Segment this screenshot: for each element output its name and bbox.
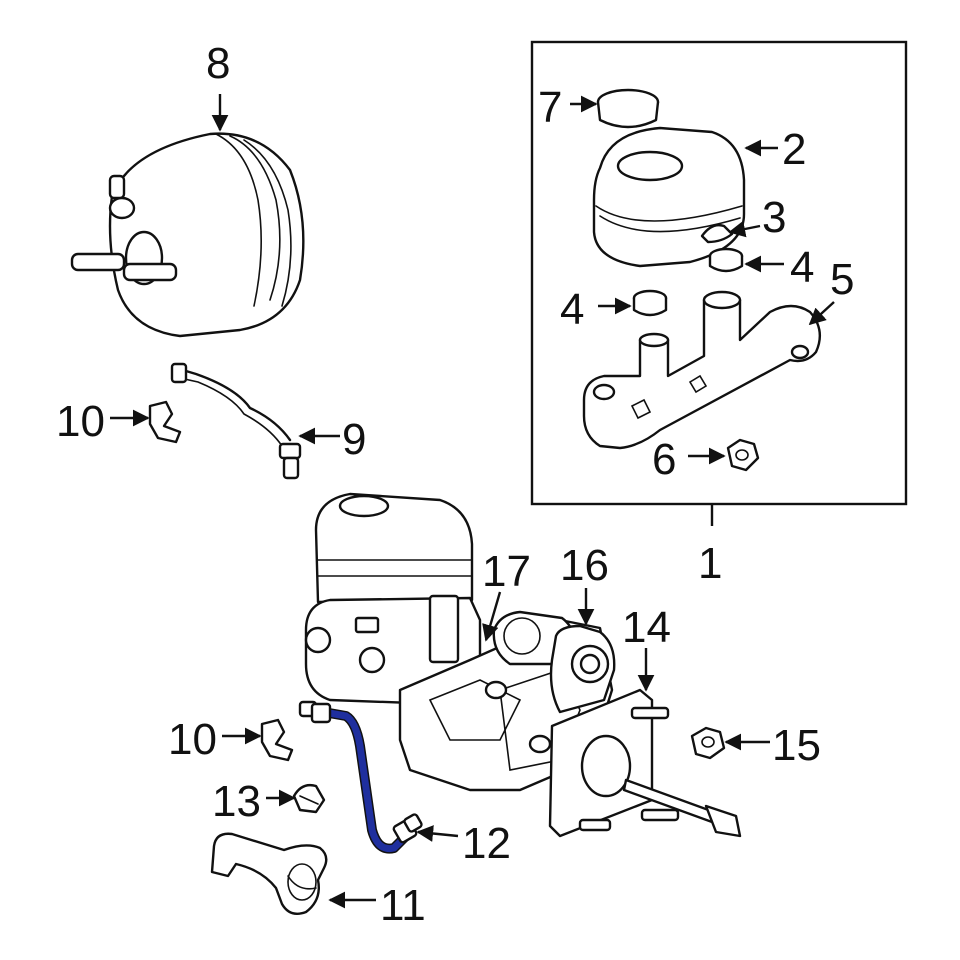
hose-clip-upper[interactable] bbox=[148, 400, 182, 444]
callout-1: 1 bbox=[698, 539, 722, 588]
master-cylinder-body[interactable] bbox=[582, 290, 822, 450]
callout-16: 16 bbox=[560, 541, 609, 590]
callout-4b: 4 bbox=[790, 243, 814, 292]
brake-booster[interactable] bbox=[70, 132, 305, 338]
callout-15: 15 bbox=[772, 721, 821, 770]
hydraulic-booster-assembly[interactable] bbox=[304, 492, 742, 838]
callout-17: 17 bbox=[482, 547, 531, 596]
callout-12: 12 bbox=[462, 819, 511, 868]
callout-5: 5 bbox=[830, 255, 854, 304]
hose[interactable] bbox=[210, 832, 328, 915]
leader-5 bbox=[808, 301, 835, 326]
mounting-nut[interactable] bbox=[726, 438, 760, 472]
hose-clip-lower[interactable] bbox=[260, 718, 294, 762]
vacuum-tube[interactable] bbox=[170, 362, 302, 480]
callout-6: 6 bbox=[652, 435, 676, 484]
line-clip[interactable] bbox=[292, 783, 326, 814]
booster-nut[interactable] bbox=[690, 726, 726, 760]
callout-7: 7 bbox=[538, 83, 562, 132]
callout-3: 3 bbox=[762, 193, 786, 242]
callout-14: 14 bbox=[622, 603, 671, 652]
leader-17 bbox=[482, 591, 502, 642]
callout-8: 8 bbox=[206, 39, 230, 88]
leader-3 bbox=[728, 220, 761, 238]
callout-13: 13 bbox=[212, 777, 261, 826]
fluid-reservoir[interactable] bbox=[592, 126, 746, 268]
brake-line-highlighted[interactable] bbox=[298, 700, 423, 854]
callout-10a: 10 bbox=[56, 397, 105, 446]
assembly-inset-box bbox=[530, 40, 908, 506]
callout-2: 2 bbox=[782, 125, 806, 174]
callout-4a: 4 bbox=[560, 285, 584, 334]
callout-11: 11 bbox=[380, 881, 426, 930]
grommet-left[interactable] bbox=[632, 289, 668, 317]
callout-10b: 10 bbox=[168, 715, 217, 764]
leader-12 bbox=[416, 825, 459, 842]
callout-9: 9 bbox=[342, 415, 366, 464]
grommet-right[interactable] bbox=[708, 247, 744, 273]
reservoir-cap[interactable] bbox=[596, 88, 660, 129]
